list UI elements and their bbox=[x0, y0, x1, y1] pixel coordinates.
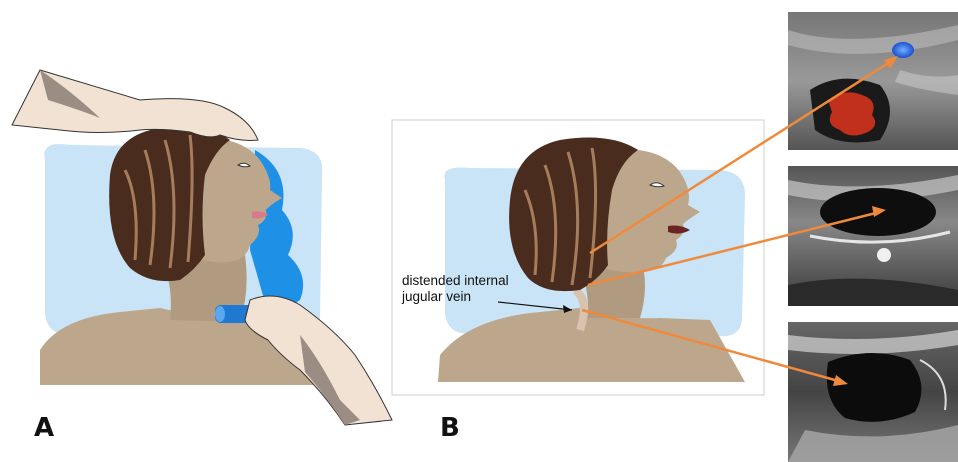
ultrasound-bottom bbox=[788, 322, 958, 462]
ultrasound-mid bbox=[788, 166, 958, 306]
doppler-blue-flow bbox=[892, 42, 914, 58]
panel-b-illustration bbox=[392, 120, 764, 395]
annotation-label: distended internal jugular vein bbox=[402, 273, 509, 305]
panel-label-b: B bbox=[440, 413, 460, 443]
annotation-line-1: distended internal bbox=[402, 273, 509, 289]
annotation-line-2: jugular vein bbox=[402, 289, 509, 305]
ultrasound-doppler bbox=[788, 12, 958, 150]
panel-a-illustration bbox=[12, 70, 392, 425]
panel-label-a: A bbox=[34, 413, 54, 443]
